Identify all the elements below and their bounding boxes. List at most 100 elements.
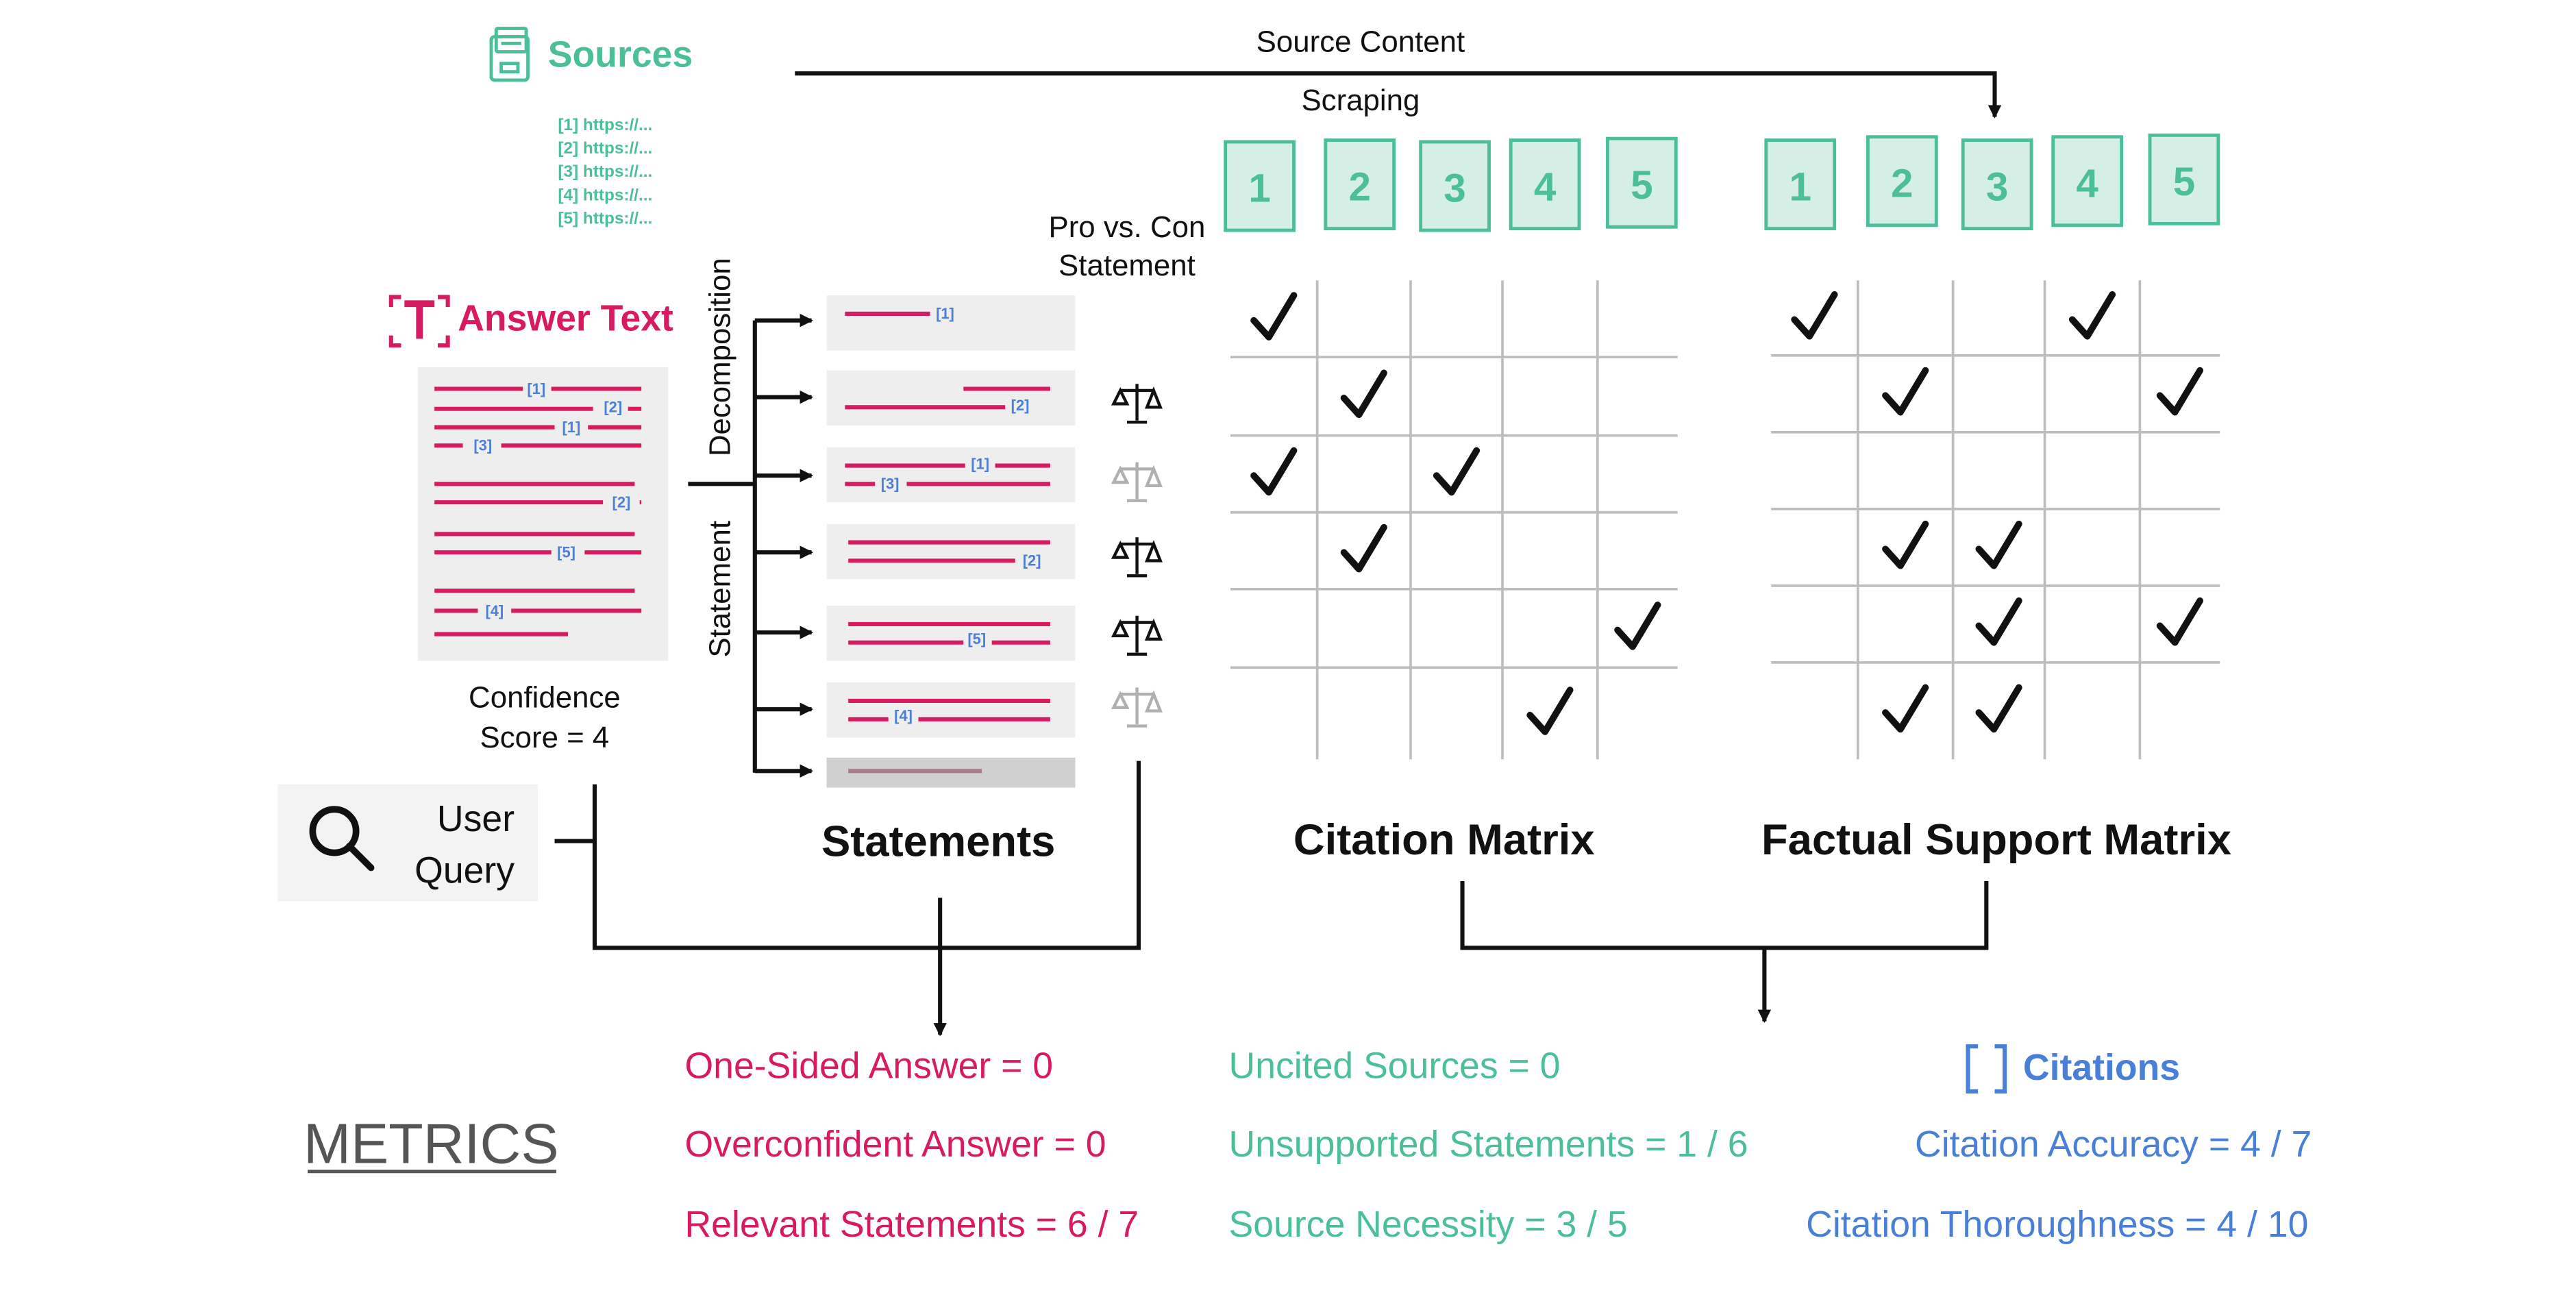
metric-unsupported-statements: Unsupported Statements = 1 / 6 [1229, 1124, 1748, 1165]
balance-pan-right [1144, 465, 1163, 487]
metric-one-sided: One-Sided Answer = 0 [685, 1045, 1054, 1086]
check-mark [1614, 602, 1661, 650]
answer-section: Answer Text [1][2][1][3][2][5][4] Confid… [388, 295, 673, 754]
check-mark [1340, 369, 1387, 419]
citation-matrix-title: Citation Matrix [1293, 816, 1595, 864]
check-mark [1791, 291, 1838, 340]
pro-con-label-line1: Pro vs. Con [1048, 210, 1205, 244]
metrics-heading: METRICS [304, 1112, 559, 1176]
answer-title: Answer Text [458, 297, 673, 338]
source-box [1224, 140, 1296, 232]
sources-title: Sources [548, 34, 693, 75]
document-stack-icon [489, 26, 530, 82]
citations-heading: Citations [2023, 1047, 2180, 1088]
metric-citation-accuracy: Citation Accuracy = 4 / 7 [1915, 1124, 2312, 1165]
search-icon [309, 806, 375, 872]
confidence-score: Score = 4 [480, 721, 609, 754]
metric-overconfident: Overconfident Answer = 0 [685, 1124, 1106, 1165]
balance-pan-right [1144, 540, 1163, 563]
confidence-label: Confidence [469, 681, 621, 715]
metrics-section: METRICS One-Sided Answer = 0 Overconfide… [304, 1044, 2312, 1245]
source-box-label: 3 [1986, 164, 2009, 209]
text-t-icon [388, 295, 450, 348]
statement-citation: [5] [967, 630, 986, 647]
check-mark [1526, 687, 1574, 735]
user-query-box [277, 784, 538, 902]
answer-citation: [1] [527, 380, 545, 397]
pro-con-icons [1111, 384, 1163, 728]
statement-box [826, 447, 1076, 503]
answer-citation: [2] [604, 399, 622, 416]
statement-label: Statement [703, 521, 736, 658]
source-content-flow: Source Content Scraping [795, 25, 2002, 119]
source-url: [3] https://... [558, 162, 652, 181]
source-url: [5] https://... [558, 209, 652, 227]
check-mark [1975, 597, 2022, 646]
source-box-label: 5 [2173, 160, 2196, 204]
check-mark [2156, 597, 2203, 646]
check-mark [1433, 447, 1481, 496]
check-mark [2156, 367, 2203, 416]
metric-citation-thoroughness: Citation Thoroughness = 4 / 10 [1806, 1204, 2308, 1245]
pro-con-label-line2: Statement [1058, 249, 1196, 282]
statement-branch-arrows [754, 313, 814, 778]
user-query-section: User Query [277, 784, 538, 902]
right-flow-bracket [1460, 881, 1989, 950]
scraping-label: Scraping [1301, 84, 1420, 117]
source-box [1764, 138, 1837, 231]
source-box-label: 2 [1348, 164, 1371, 209]
check-mark [1250, 447, 1298, 496]
statement-citation: [3] [881, 475, 900, 493]
balance-pan-left [1111, 541, 1130, 559]
check-mark [2068, 291, 2116, 340]
source-box [2051, 135, 2124, 227]
source-box [2148, 133, 2220, 225]
source-box-label: 5 [1631, 163, 1653, 208]
check-mark [1975, 520, 2022, 569]
statement-box [826, 606, 1076, 661]
check-mark [1882, 367, 1929, 416]
balance-scale-icon [1111, 687, 1163, 728]
balance-pan-right [1144, 690, 1163, 713]
source-box-label: 4 [2076, 161, 2098, 206]
decomposition-label: Decomposition [703, 258, 736, 456]
balance-scale-icon [1111, 384, 1163, 424]
balance-scale-icon [1111, 615, 1163, 656]
answer-citation: [3] [473, 437, 492, 454]
source-box [1605, 136, 1678, 229]
balance-pan-right [1144, 618, 1163, 641]
statement-citation: [2] [1011, 397, 1030, 414]
sources-section: Sources [1] https://...[2] https://...[3… [489, 26, 693, 227]
balance-pan-left [1111, 465, 1130, 484]
statement-list: [1][2][1][3][2][5][4] [826, 295, 1076, 788]
source-url: [4] https://... [558, 186, 652, 204]
balance-pan-left [1111, 691, 1130, 709]
statements-section: Pro vs. Con Statement [1][2][1][3][2][5]… [821, 210, 1205, 866]
statements-title: Statements [821, 817, 1055, 865]
metric-source-necessity: Source Necessity = 3 / 5 [1229, 1204, 1628, 1245]
answer-text-lines: [1][2][1][3][2][5][4] [434, 380, 642, 637]
statement-box [826, 682, 1076, 738]
statement-box [826, 370, 1076, 426]
source-box [1509, 138, 1581, 231]
metric-uncited-sources: Uncited Sources = 0 [1229, 1045, 1561, 1086]
balance-pan-left [1111, 619, 1130, 638]
source-content-label: Source Content [1256, 25, 1465, 59]
source-box-label: 3 [1444, 166, 1466, 211]
source-url: [2] https://... [558, 139, 652, 158]
statement-box [826, 295, 1076, 351]
statement-citation: [1] [971, 455, 989, 472]
source-box-label: 2 [1891, 161, 1914, 206]
source-box-label: 1 [1248, 166, 1271, 211]
answer-text-box [417, 367, 669, 661]
check-mark [1882, 520, 1929, 569]
check-mark [1882, 684, 1929, 733]
source-box [1324, 138, 1396, 231]
answer-citation: [2] [612, 493, 631, 510]
source-box-label: 4 [1534, 164, 1557, 209]
source-url-list: [1] https://...[2] https://...[3] https:… [558, 116, 652, 227]
statement-citation: [2] [1023, 552, 1041, 569]
source-box [1866, 135, 1938, 227]
source-box [1961, 138, 2033, 231]
